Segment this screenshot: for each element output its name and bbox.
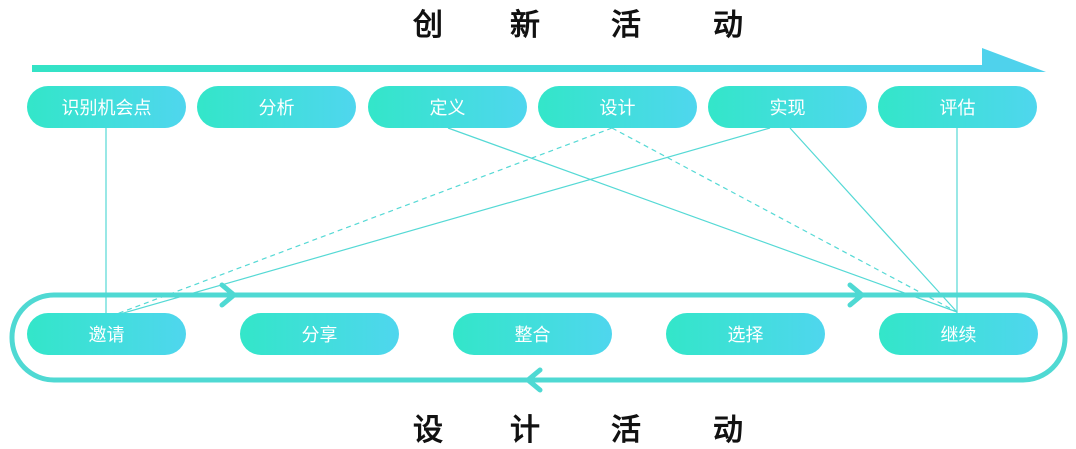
innovation-step: 评估 xyxy=(878,86,1037,128)
innovation-steps: 识别机会点 分析 定义 设计 实现 评估 xyxy=(27,86,1037,128)
innovation-step-label: 定义 xyxy=(430,98,466,119)
top-title-char: 动 xyxy=(713,8,743,43)
innovation-step-label: 识别机会点 xyxy=(62,98,152,119)
innovation-step: 设计 xyxy=(538,86,697,128)
top-title-char: 创 xyxy=(412,8,443,43)
design-steps: 邀请 分享 整合 选择 继续 xyxy=(27,313,1038,355)
loop-arrow-right xyxy=(219,282,237,308)
innovation-step: 分析 xyxy=(197,86,356,128)
connector-line xyxy=(105,127,771,319)
bottom-title: 设 计 活 动 xyxy=(413,413,743,448)
top-title-char: 活 xyxy=(611,8,641,43)
design-step-label: 继续 xyxy=(941,325,977,346)
innovation-step-label: 设计 xyxy=(600,98,636,119)
bottom-title-char: 设 xyxy=(413,413,443,448)
innovation-step: 实现 xyxy=(708,86,867,128)
innovation-step-label: 实现 xyxy=(770,98,806,119)
bottom-title-char: 活 xyxy=(611,413,641,448)
design-step-label: 邀请 xyxy=(89,325,125,346)
innovation-step: 定义 xyxy=(368,86,527,128)
innovation-step-label: 分析 xyxy=(259,98,295,119)
connector-lines xyxy=(105,127,958,319)
loop-arrow-left xyxy=(525,367,543,393)
connector-line xyxy=(105,127,613,319)
bottom-title-char: 动 xyxy=(713,413,743,448)
design-step-label: 分享 xyxy=(302,325,338,346)
top-title: 创 新 活 动 xyxy=(412,8,743,43)
innovation-step: 识别机会点 xyxy=(27,86,186,128)
innovation-flow-arrow xyxy=(32,48,1046,72)
top-title-char: 新 xyxy=(510,8,540,43)
loop-arrow-right xyxy=(847,282,865,308)
bottom-title-char: 计 xyxy=(510,413,540,448)
design-cycle-loop xyxy=(9,292,1068,383)
design-step-label: 整合 xyxy=(515,325,551,346)
design-step: 选择 xyxy=(666,313,825,355)
design-step: 邀请 xyxy=(27,313,186,355)
design-step: 整合 xyxy=(453,313,612,355)
connector-line xyxy=(789,127,958,313)
connector-line xyxy=(447,127,958,313)
connector-line xyxy=(611,127,958,313)
design-step: 分享 xyxy=(240,313,399,355)
loop-direction-arrows xyxy=(219,282,865,393)
design-step: 继续 xyxy=(879,313,1038,355)
design-step-label: 选择 xyxy=(728,325,764,346)
innovation-step-label: 评估 xyxy=(940,98,976,119)
